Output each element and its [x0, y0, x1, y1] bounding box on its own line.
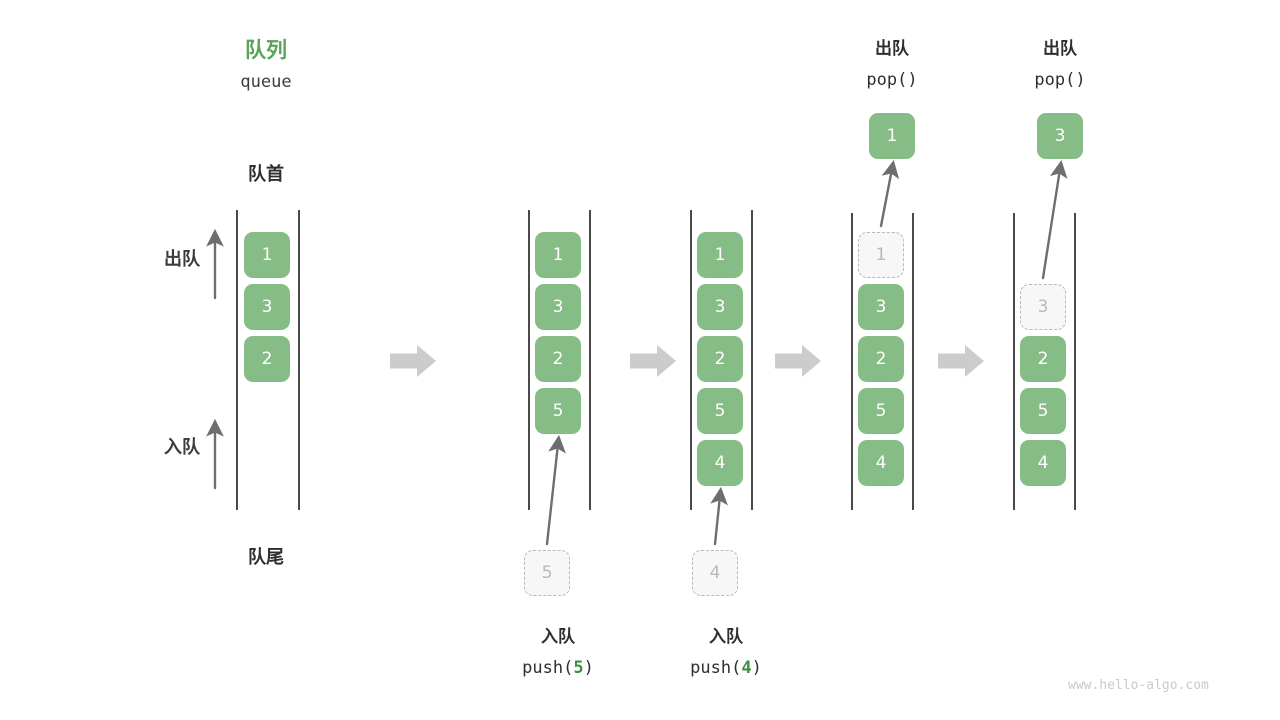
queue-rail-left-push5: [528, 210, 530, 510]
op-code-suffix: ): [583, 658, 594, 678]
queue-rail-right-pop1: [912, 213, 914, 510]
op-code-prefix: push(: [522, 658, 574, 678]
queue-cell-push4-4: 4: [697, 440, 743, 486]
incoming-element-push5: 5: [524, 550, 570, 596]
queue-front-label: 队首: [248, 164, 284, 185]
queue-cell-push4-3: 5: [697, 388, 743, 434]
operation-label-code-pop1: pop(): [812, 70, 972, 90]
popped-element-pop1: 1: [869, 113, 915, 159]
queue-cell-pop3-3: 4: [1020, 440, 1066, 486]
queue-cell-pop1-4: 4: [858, 440, 904, 486]
queue-cell-push5-2: 2: [535, 336, 581, 382]
queue-rail-right-push4: [751, 210, 753, 510]
queue-rail-left-pop3: [1013, 213, 1015, 510]
queue-cell-push4-1: 3: [697, 284, 743, 330]
operation-label-code-push5: push(5): [478, 658, 638, 678]
queue-cell-initial-0: 1: [244, 232, 290, 278]
operation-label-cn-pop3: 出队: [1043, 39, 1077, 59]
queue-rear-label: 队尾: [248, 547, 284, 568]
queue-cell-pop1-3: 5: [858, 388, 904, 434]
queue-cell-pop3-0: 3: [1020, 284, 1066, 330]
popped-element-pop3: 3: [1037, 113, 1083, 159]
queue-rail-left-initial: [236, 210, 238, 510]
queue-cell-pop1-1: 3: [858, 284, 904, 330]
operation-label-cn-pop1: 出队: [875, 39, 909, 59]
enqueue-direction-label: 入队: [164, 437, 200, 458]
queue-rail-right-pop3: [1074, 213, 1076, 510]
dequeue-direction-label: 出队: [164, 249, 200, 270]
op-code-argument: 4: [741, 658, 752, 678]
op-code-prefix: push(: [690, 658, 742, 678]
queue-rail-right-push5: [589, 210, 591, 510]
queue-cell-push5-1: 3: [535, 284, 581, 330]
operation-label-cn-push5: 入队: [541, 627, 575, 647]
queue-cell-initial-2: 2: [244, 336, 290, 382]
op-code-suffix: ): [907, 70, 918, 90]
op-code-argument: 5: [573, 658, 584, 678]
op-code-suffix: ): [751, 658, 762, 678]
operation-label-code-push4: push(4): [646, 658, 806, 678]
queue-rail-left-push4: [690, 210, 692, 510]
queue-rail-right-initial: [298, 210, 300, 510]
op-code-prefix: pop(: [1034, 70, 1076, 90]
op-code-suffix: ): [1075, 70, 1086, 90]
queue-cell-pop3-2: 5: [1020, 388, 1066, 434]
queue-cell-push5-0: 1: [535, 232, 581, 278]
queue-cell-pop3-1: 2: [1020, 336, 1066, 382]
op-code-prefix: pop(: [866, 70, 908, 90]
queue-cell-push4-0: 1: [697, 232, 743, 278]
diagram-title-en: queue: [240, 72, 292, 92]
queue-cell-push5-3: 5: [535, 388, 581, 434]
queue-rail-left-pop1: [851, 213, 853, 510]
diagram-title-cn: 队列: [245, 38, 287, 62]
queue-cell-pop1-0: 1: [858, 232, 904, 278]
operation-label-cn-push4: 入队: [709, 627, 743, 647]
queue-cell-initial-1: 3: [244, 284, 290, 330]
watermark: www.hello-algo.com: [1068, 678, 1209, 693]
queue-cell-pop1-2: 2: [858, 336, 904, 382]
operation-label-code-pop3: pop(): [980, 70, 1140, 90]
incoming-element-push4: 4: [692, 550, 738, 596]
queue-cell-push4-2: 2: [697, 336, 743, 382]
